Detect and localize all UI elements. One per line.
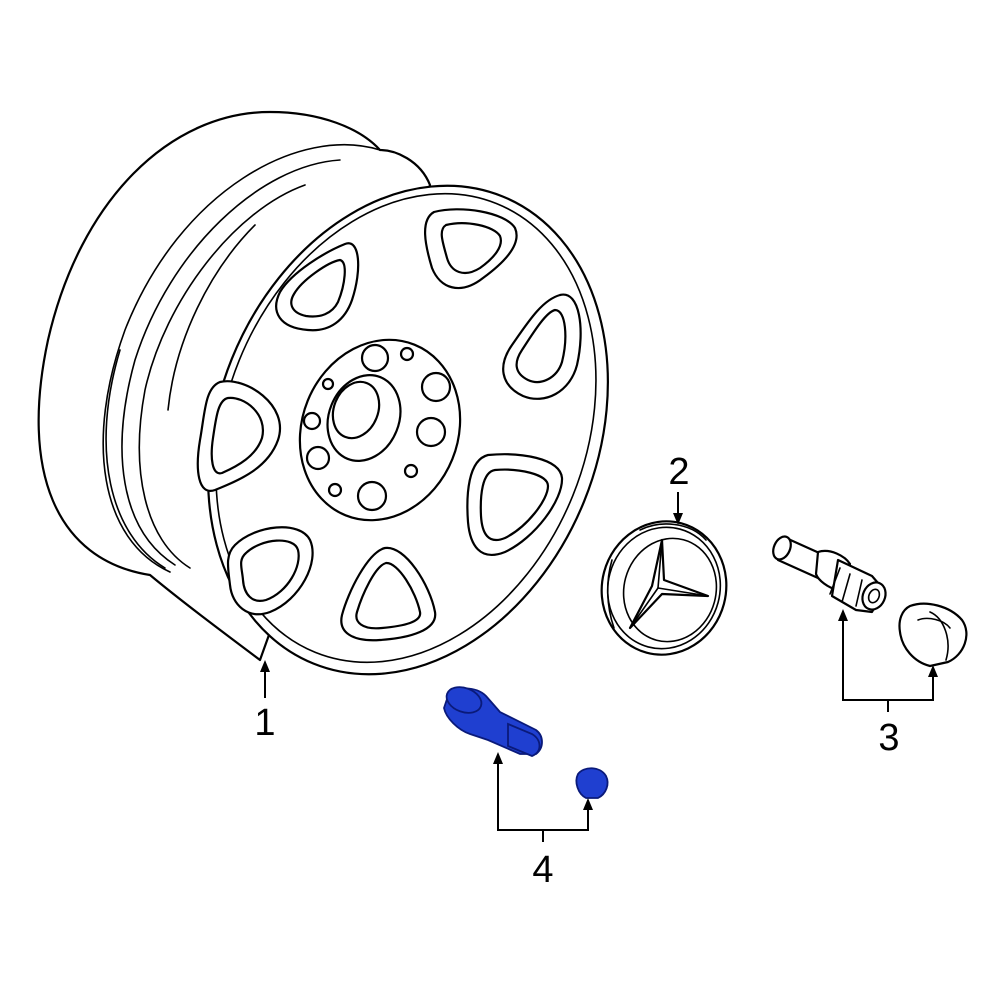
center-cap[interactable] bbox=[587, 507, 741, 669]
spoke-windows bbox=[196, 208, 582, 642]
star-emblem-icon bbox=[628, 538, 710, 630]
wheel-face-inner-ring bbox=[215, 192, 597, 664]
tpms-cap-body bbox=[575, 767, 609, 799]
valve-cap[interactable] bbox=[898, 602, 968, 668]
tpms-valve-stem[interactable] bbox=[443, 683, 543, 757]
wheel[interactable] bbox=[37, 110, 679, 735]
tpms-valve-cap[interactable] bbox=[575, 767, 609, 799]
callout-3: 3 bbox=[878, 717, 899, 759]
valve-stem[interactable] bbox=[770, 534, 890, 614]
wheel-hub bbox=[298, 338, 462, 522]
callout-1: 1 bbox=[254, 702, 275, 744]
callout-4: 4 bbox=[532, 849, 553, 891]
leader-lines bbox=[260, 492, 938, 842]
tpms-valve-tip bbox=[507, 722, 541, 757]
lug-holes bbox=[302, 343, 452, 512]
tpms-valve-head bbox=[445, 686, 483, 714]
callout-2: 2 bbox=[668, 451, 689, 493]
wheel-center-bore bbox=[326, 374, 402, 462]
